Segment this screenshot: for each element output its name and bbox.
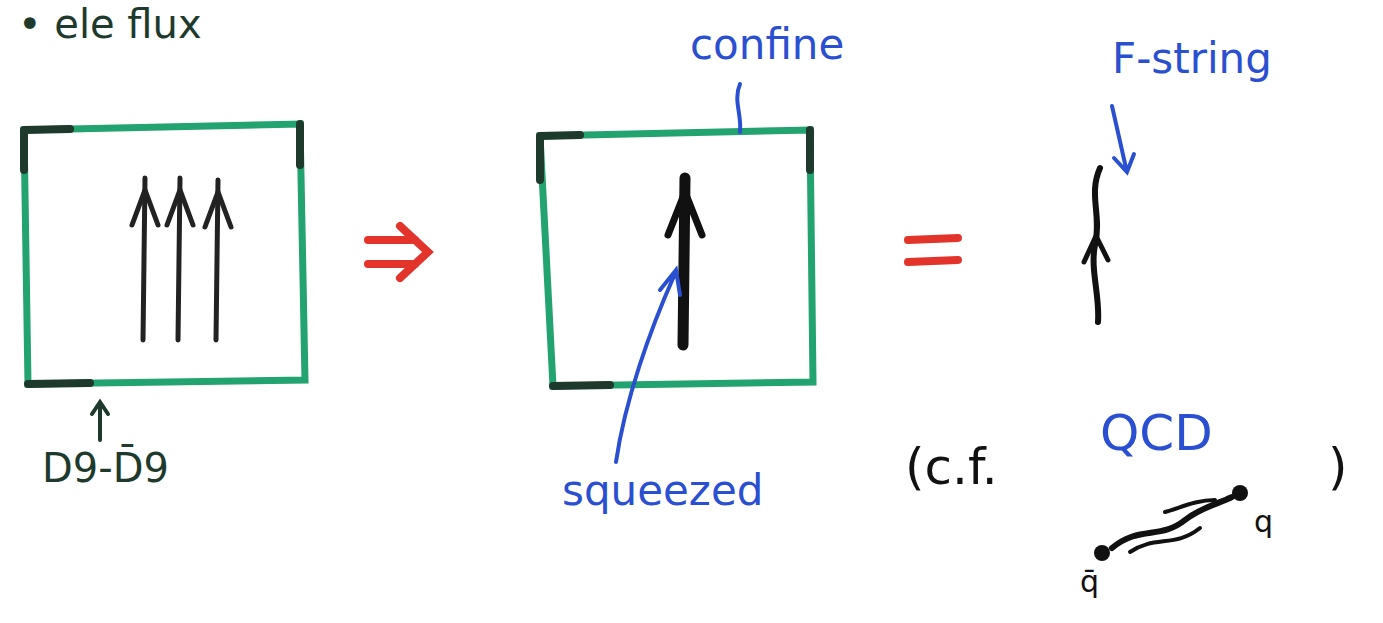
annotation: squeezed: [562, 468, 763, 514]
annotation: F-string: [1112, 36, 1272, 82]
note-text: (c.f.: [905, 440, 998, 495]
quark-label: q̄: [1080, 565, 1099, 598]
equals-sign: [908, 238, 958, 262]
note-text: ): [1328, 440, 1348, 495]
squeezed-leader: [616, 270, 680, 462]
quark-label: q: [1254, 505, 1273, 538]
squeezed-flux: [668, 178, 702, 345]
section-heading: • ele flux: [18, 2, 202, 46]
f-string: [1084, 168, 1108, 322]
confine-box: [540, 130, 813, 386]
f-string-leader: [1112, 106, 1134, 172]
annotation: confine: [690, 22, 844, 68]
pointer-arrow: [92, 402, 108, 440]
confine-leader: [737, 84, 740, 132]
brane-label: D9-D̄9: [42, 446, 169, 490]
d9-box: [24, 124, 305, 384]
flux-arrows: [132, 178, 231, 340]
implies-arrow: [368, 226, 428, 278]
quark-flux-tube: [1094, 485, 1248, 561]
note-text: QCD: [1100, 406, 1213, 461]
